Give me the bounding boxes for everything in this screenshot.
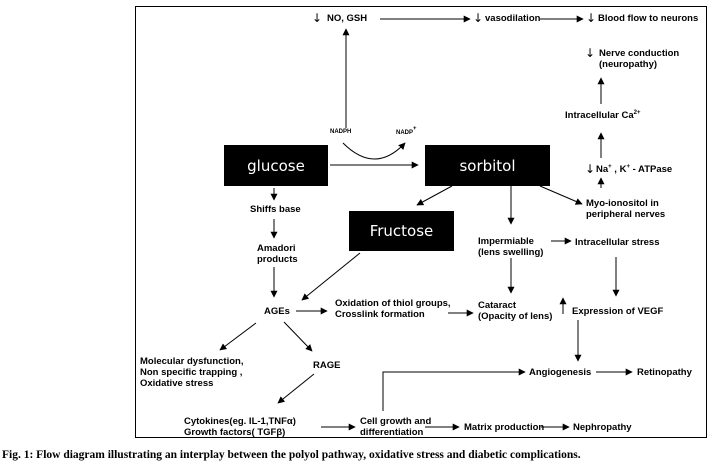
node-oxidation: Oxidation of thiol groups, Crosslink for… xyxy=(335,298,451,320)
node-molecular: Molecular dysfunction, Non specific trap… xyxy=(140,356,244,389)
decrease-arrow-icon: ↓ xyxy=(312,11,323,25)
node-no-gsh: NO, GSH xyxy=(327,13,368,24)
node-na-k-atpase: Na+ , K+ - ATPase xyxy=(596,164,672,175)
figure-caption: Fig. 1: Flow diagram illustrating an int… xyxy=(2,449,581,461)
node-ages: AGEs xyxy=(264,306,290,317)
atpase-text: - ATPase xyxy=(629,164,673,175)
ca-superscript: 2+ xyxy=(633,110,641,116)
node-cytokines: Cytokines(eg. IL-1,TNFα) Growth factors(… xyxy=(184,416,296,438)
node-nephropathy: Nephropathy xyxy=(573,422,632,433)
nadp-superscript: + xyxy=(413,126,417,132)
decrease-arrow-icon: ↓ xyxy=(586,11,597,25)
nadp-text: NADP xyxy=(396,130,414,136)
node-myo-inositol: Myo-ionositol in peripheral nerves xyxy=(586,198,666,220)
node-glucose: glucose xyxy=(224,145,328,186)
node-rage: RAGE xyxy=(313,360,341,371)
node-nadph: NADPH xyxy=(330,129,352,135)
node-cataract: Cataract (Opacity of lens) xyxy=(478,300,553,322)
node-vegf: Expression of VEGF xyxy=(572,306,664,317)
diagram-frame xyxy=(135,6,707,438)
node-nadp: NADP+ xyxy=(396,126,417,137)
node-vasodilation: vasodilation xyxy=(485,13,541,24)
node-shiffs-base: Shiffs base xyxy=(250,204,301,215)
intracellular-ca-text: Intracellular Ca xyxy=(565,110,634,121)
node-impermiable: Impermiable (lens swelling) xyxy=(478,236,544,258)
decrease-arrow-icon: ↓ xyxy=(585,46,596,60)
na-text: Na xyxy=(596,164,609,175)
na-superscript: + xyxy=(608,164,612,170)
node-blood-flow: Blood flow to neurons xyxy=(598,13,699,24)
node-amadori: Amadori products xyxy=(257,243,298,265)
decrease-arrow-icon: ↓ xyxy=(585,162,596,176)
decrease-arrow-icon: ↓ xyxy=(473,11,484,25)
node-fructose: Fructose xyxy=(349,211,454,251)
node-sorbitol: sorbitol xyxy=(425,145,550,186)
node-intracellular-stress: Intracellular stress xyxy=(575,237,660,248)
node-cell-growth: Cell growth and differentiation xyxy=(360,416,432,438)
node-matrix-production: Matrix production xyxy=(464,422,545,433)
node-intracellular-ca: Intracellular Ca2+ xyxy=(565,110,640,121)
node-retinopathy: Retinopathy xyxy=(637,367,692,378)
node-angiogenesis: Angiogenesis xyxy=(529,367,592,378)
k-superscript: + xyxy=(626,164,630,170)
k-text: , K xyxy=(611,164,627,175)
node-nerve-conduction: Nerve conduction (neuropathy) xyxy=(599,48,680,70)
